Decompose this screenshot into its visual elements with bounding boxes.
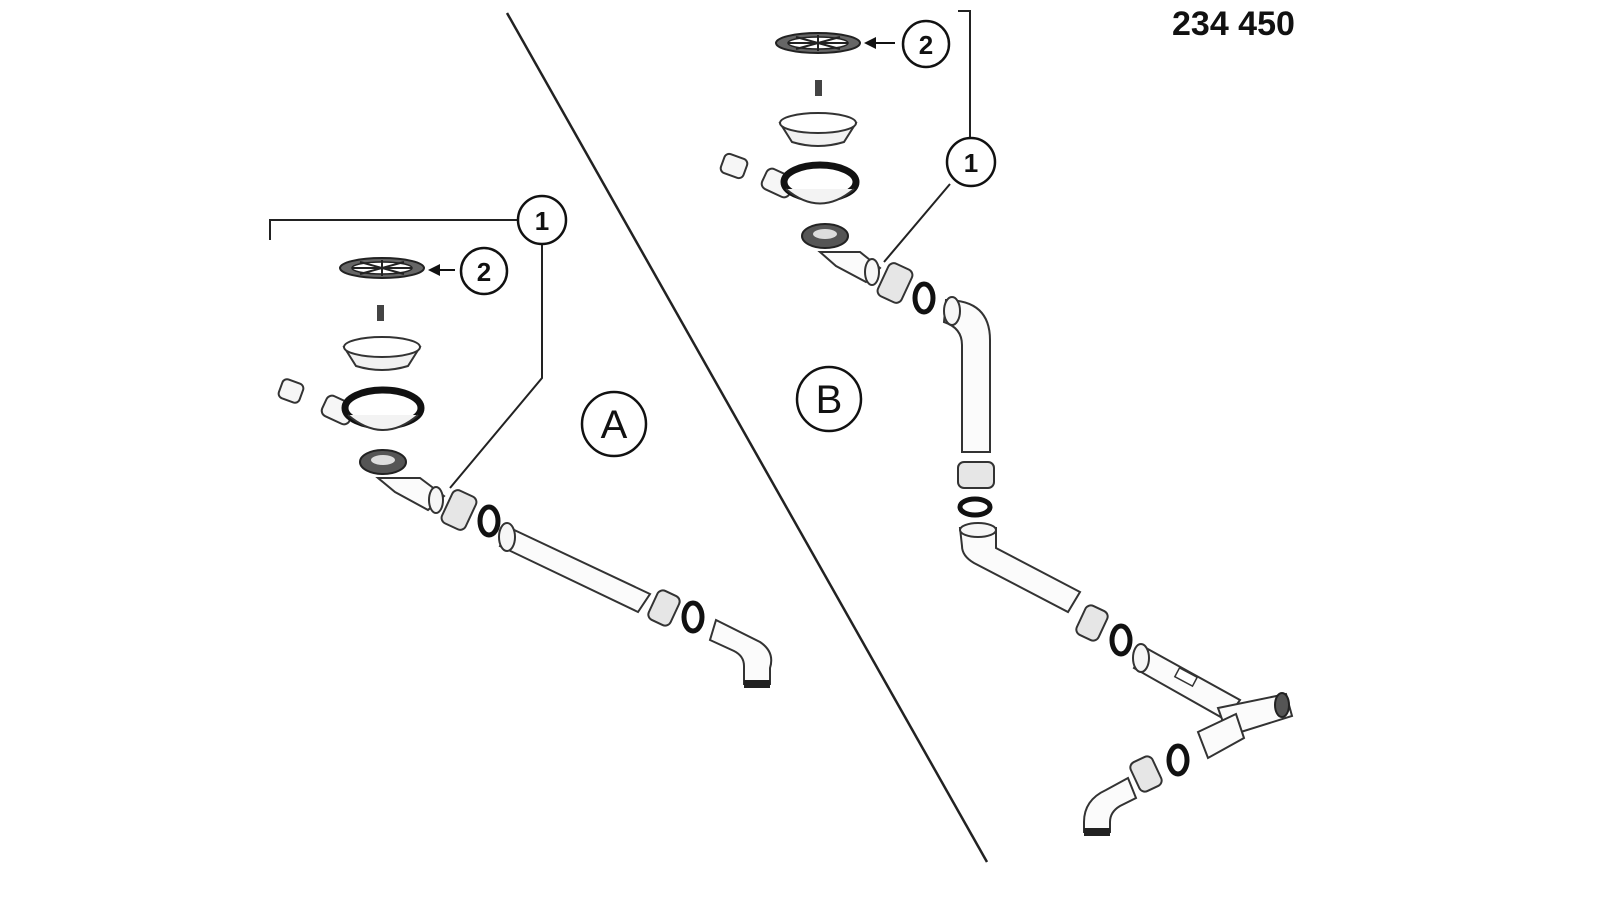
vertical-pipe-b xyxy=(942,298,991,453)
callout-1-b-number: 1 xyxy=(964,148,978,178)
callout-2-a-number: 2 xyxy=(477,257,491,287)
tee-fitting-b xyxy=(1132,643,1294,760)
strainer-bowl-b xyxy=(778,112,858,147)
strainer-bowl-a xyxy=(342,336,422,371)
bracket-line-b xyxy=(958,10,971,137)
straight-pipe-a-end xyxy=(498,522,516,552)
callout-1-a-number: 1 xyxy=(535,206,549,236)
coupling-nut-b-1 xyxy=(876,262,914,304)
seal-ring-b-3 xyxy=(1109,623,1133,657)
seal-ring-b-1 xyxy=(912,281,936,315)
sink-flange-b xyxy=(780,161,860,205)
coupling-nut-a-1 xyxy=(440,489,478,531)
callout-2-b-number: 2 xyxy=(919,30,933,60)
lock-nut-b xyxy=(801,223,849,249)
seal-ring-b-2 xyxy=(957,496,993,518)
seal-ring-b-4 xyxy=(1166,743,1190,777)
screw-a xyxy=(377,305,384,321)
leader-line-a-1 xyxy=(449,245,543,489)
strainer-basket-b xyxy=(775,32,861,54)
section-a-assembly: 1 2 xyxy=(269,194,773,688)
end-elbow-a xyxy=(708,618,773,685)
section-b-assembly: 1 2 xyxy=(719,10,1294,836)
end-elbow-b xyxy=(1083,776,1138,833)
section-divider xyxy=(505,12,989,863)
end-elbow-a-cap xyxy=(744,680,770,688)
straight-pipe-a xyxy=(498,526,652,614)
callout-2-a: 2 xyxy=(459,246,509,296)
callout-1-a: 1 xyxy=(516,194,568,246)
screw-b xyxy=(815,80,822,96)
bend-pipe-b-top xyxy=(959,522,997,538)
callout-1-b: 1 xyxy=(945,136,997,188)
seal-ring-a-2 xyxy=(681,600,705,634)
part-number: 234 450 xyxy=(1172,5,1295,43)
bracket-line-a xyxy=(269,219,520,240)
coupling-nut-b-4 xyxy=(1129,755,1163,793)
callout-2-b: 2 xyxy=(901,19,951,69)
outlet-end-a xyxy=(428,486,444,514)
end-elbow-b-cap xyxy=(1084,828,1110,836)
coupling-nut-a-2 xyxy=(647,589,681,627)
outlet-end-b xyxy=(864,258,880,286)
strainer-basket-a xyxy=(339,257,425,279)
section-a-letter: A xyxy=(601,403,628,447)
coupling-nut-b-3 xyxy=(1075,604,1109,642)
vertical-pipe-b-end xyxy=(943,296,961,326)
lock-nut-a xyxy=(359,449,407,475)
seal-ring-a-1 xyxy=(477,504,501,538)
leader-line-b-1 xyxy=(883,183,951,263)
section-label-a: A xyxy=(580,390,648,458)
sink-flange-a xyxy=(341,386,425,431)
bend-pipe-b xyxy=(958,527,1082,614)
section-label-b: B xyxy=(795,365,863,433)
section-b-letter: B xyxy=(816,378,843,422)
coupling-nut-b-2 xyxy=(957,461,995,489)
arrow-2-b-head xyxy=(864,37,876,49)
arrow-2-a-head xyxy=(428,264,440,276)
